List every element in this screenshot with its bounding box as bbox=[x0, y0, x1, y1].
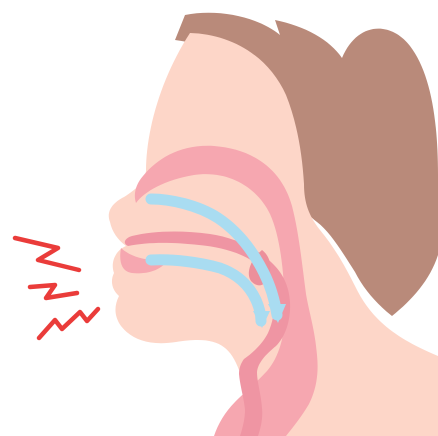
sound-wave-icon-bottom bbox=[39, 309, 98, 338]
sound-wave-icon-middle bbox=[30, 285, 77, 298]
sound-wave-icon-top bbox=[15, 238, 79, 270]
